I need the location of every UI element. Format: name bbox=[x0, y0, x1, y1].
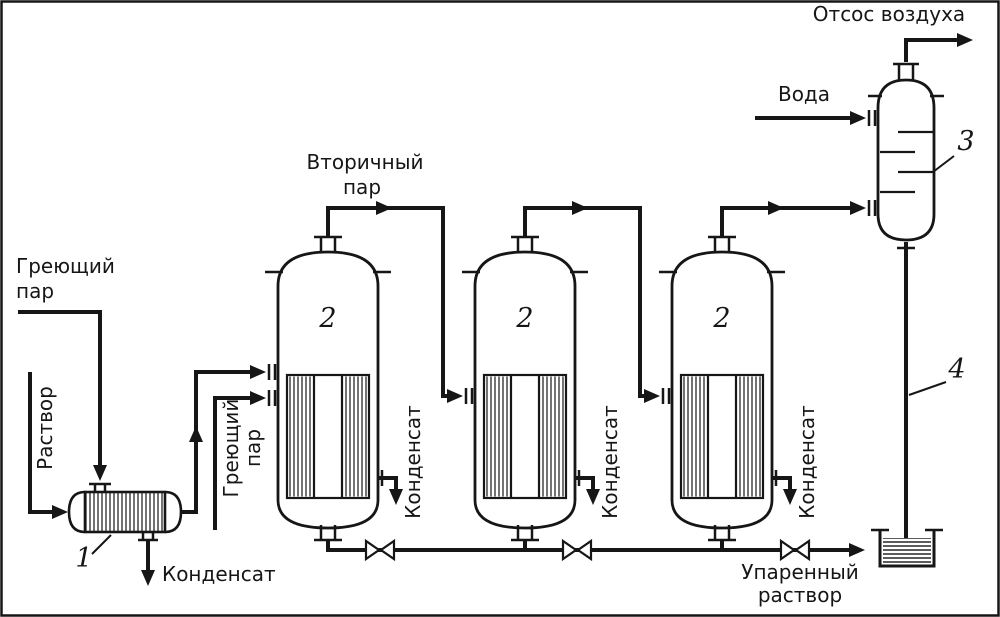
label-condensate-evap1: Конденсат bbox=[401, 405, 425, 519]
pipe-secondary-vapor-2 bbox=[523, 201, 671, 404]
label-heating-steam-main-1: Греющий bbox=[16, 254, 115, 278]
arrow-condensate-down-icon bbox=[141, 570, 155, 586]
arrow-vapor2-icon bbox=[572, 201, 588, 215]
callout-evaporator-1: 2 bbox=[318, 303, 336, 334]
arrow-into-evap1-bottom-icon bbox=[250, 391, 266, 405]
pipe-water-inlet bbox=[755, 110, 877, 126]
callout-line-3 bbox=[932, 155, 955, 173]
label-heating-steam-main-2: пар bbox=[16, 279, 54, 303]
pipe-secondary-vapor-3 bbox=[720, 200, 877, 236]
pipe-air-suction bbox=[904, 33, 973, 62]
drain-tank bbox=[871, 528, 943, 568]
arrow-into-evap2-icon bbox=[447, 389, 463, 403]
pipe-condensate-exchanger bbox=[141, 540, 155, 586]
label-heating-steam-effect1-1: Греющий bbox=[219, 399, 243, 498]
evaporator-2 bbox=[460, 235, 590, 542]
label-concentrated-2: раствор bbox=[758, 583, 842, 607]
callout-evaporator-2: 2 bbox=[515, 303, 533, 334]
pipe-product-transfer bbox=[326, 540, 865, 557]
arrow-solution-right-icon bbox=[52, 505, 68, 519]
evaporator-3 bbox=[657, 235, 787, 542]
arrow-into-condenser-icon bbox=[850, 201, 866, 215]
label-secondary-vapor-1: Вторичный bbox=[307, 150, 424, 174]
arrow-cond2-icon bbox=[586, 489, 600, 505]
arrow-into-evap3-icon bbox=[644, 389, 660, 403]
callout-line-4 bbox=[908, 381, 947, 396]
label-heating-steam-effect1-2: пар bbox=[241, 429, 265, 467]
pipe-condensate-evap3 bbox=[772, 470, 797, 505]
label-air-suction: Отсос воздуха bbox=[813, 2, 965, 26]
callout-condenser: 3 bbox=[957, 126, 974, 157]
valve-1 bbox=[364, 538, 396, 562]
pipe-secondary-vapor-1 bbox=[326, 201, 474, 404]
barometric-pipe bbox=[904, 242, 947, 558]
callout-line-1 bbox=[91, 534, 112, 555]
pipe-solution-feed bbox=[28, 372, 68, 519]
label-solution-feed: Раствор bbox=[33, 386, 57, 470]
label-water: Вода bbox=[778, 82, 830, 106]
heat-exchanger bbox=[67, 482, 183, 555]
pipe-heating-steam-main bbox=[18, 310, 107, 481]
arrow-vapor1-icon bbox=[376, 201, 392, 215]
valve-3 bbox=[779, 538, 811, 562]
valve-2 bbox=[561, 538, 593, 562]
arrow-product-icon bbox=[849, 543, 865, 557]
pipe-preheated-solution bbox=[178, 364, 277, 514]
arrow-up-icon bbox=[189, 426, 203, 442]
arrow-steam-down-icon bbox=[93, 465, 107, 481]
barometric-condenser bbox=[868, 62, 955, 250]
callout-heat-exchanger: 1 bbox=[75, 543, 92, 574]
pipe-condensate-evap2 bbox=[575, 470, 600, 505]
arrow-into-evap1-top-icon bbox=[250, 365, 266, 379]
label-secondary-vapor-2: пар bbox=[343, 175, 381, 199]
label-condensate-evap3: Конденсат bbox=[795, 405, 819, 519]
label-concentrated-1: Упаренный bbox=[741, 560, 858, 584]
arrow-cond1-icon bbox=[389, 489, 403, 505]
callout-evaporator-3: 2 bbox=[712, 303, 730, 334]
label-condensate-evap2: Конденсат bbox=[598, 405, 622, 519]
arrow-cond3-icon bbox=[783, 489, 797, 505]
arrow-water-icon bbox=[850, 111, 866, 125]
evaporator-1 bbox=[263, 235, 393, 542]
callout-barometric-pipe: 4 bbox=[947, 354, 965, 385]
pipe-heating-steam-effect1 bbox=[213, 390, 277, 530]
arrow-air-icon bbox=[957, 33, 973, 47]
pipe-condensate-evap1 bbox=[378, 470, 403, 505]
label-condensate-exchanger: Конденсат bbox=[162, 562, 276, 586]
arrow-vapor3-icon bbox=[768, 201, 784, 215]
